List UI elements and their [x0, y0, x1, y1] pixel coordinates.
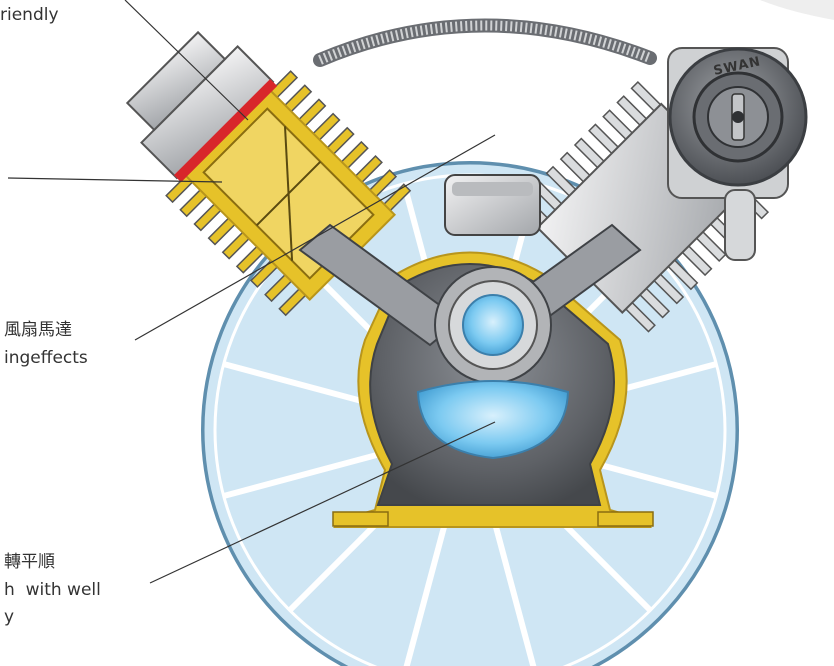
bearing	[462, 294, 524, 356]
leader-line-bottom	[149, 421, 496, 584]
leader-lines	[7, 0, 496, 584]
leader-line-middle	[134, 134, 496, 341]
air-hose	[313, 18, 657, 67]
label-bottom-cn: 轉平順	[4, 552, 55, 572]
oil-sump	[416, 380, 570, 460]
outlet-pipe	[724, 189, 756, 261]
leader-line-top	[124, 0, 249, 121]
right-foot	[597, 511, 654, 527]
left-valve-cover	[125, 30, 227, 132]
label-top: riendly	[0, 5, 59, 25]
left-foot	[332, 511, 389, 527]
fan-blade-gap	[222, 445, 404, 499]
label-middle-en: ingeffects	[4, 348, 88, 368]
right-cylinder-head: SWAN	[667, 47, 808, 261]
label-bottom-line3: y	[4, 607, 15, 627]
air-hose-ribs	[318, 20, 652, 65]
label-middle-cn: 風扇馬達	[4, 320, 72, 340]
corner-shadow	[760, 0, 834, 20]
crankcase	[298, 174, 654, 528]
leader-line-seal	[7, 177, 223, 183]
label-bottom-en: h with well	[4, 580, 101, 600]
red-seal-gasket	[173, 78, 278, 183]
